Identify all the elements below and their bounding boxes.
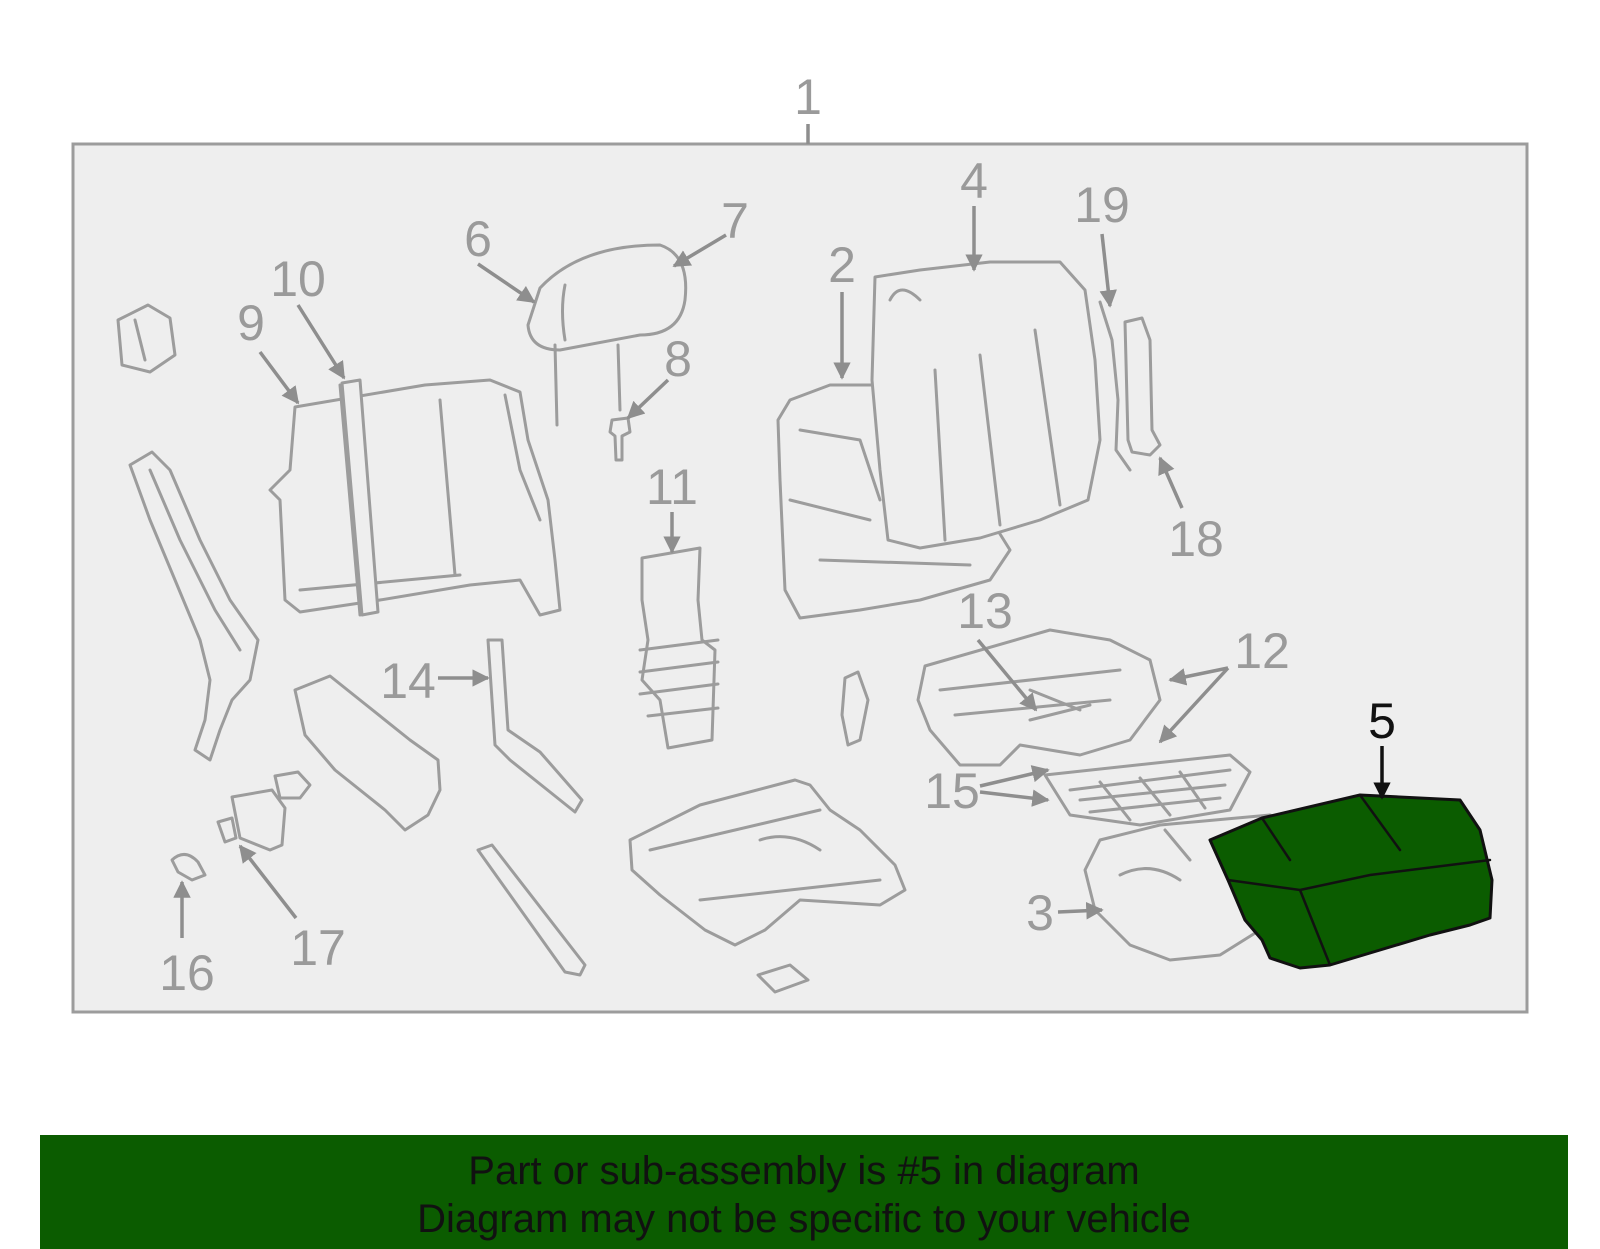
callout-6: 6 <box>464 211 492 267</box>
part-10-back-rail <box>340 378 380 617</box>
info-banner: Part or sub-assembly is #5 in diagram Di… <box>40 1135 1568 1249</box>
part-16-knob <box>170 853 207 882</box>
callout-3: 3 <box>1026 885 1054 941</box>
base-cover-clip <box>756 963 810 994</box>
part-13-rod <box>1028 703 1092 722</box>
recliner-cover-cap <box>116 303 177 374</box>
callout-15: 15 <box>924 763 980 819</box>
callout-16: 16 <box>159 945 215 1001</box>
callout-7: 7 <box>721 193 749 249</box>
seat-track-rail <box>476 843 587 977</box>
callout-19: 19 <box>1074 177 1130 233</box>
callout-4: 4 <box>960 153 988 209</box>
part-12-cushion-frame <box>916 628 1162 767</box>
callout-8: 8 <box>664 331 692 387</box>
cushion-side-shield <box>293 674 442 832</box>
callout-17: 17 <box>290 920 346 976</box>
callout-9: 9 <box>237 295 265 351</box>
part-18-side-cover <box>1123 316 1162 457</box>
part-11-lumbar-support <box>638 546 720 750</box>
callout-2: 2 <box>828 237 856 293</box>
part-17-switch <box>216 788 287 852</box>
callout-14: 14 <box>380 653 436 709</box>
callout-13: 13 <box>957 583 1013 639</box>
callout-10: 10 <box>270 251 326 307</box>
seat-base-frame <box>628 778 907 947</box>
part-5-seat-cushion-cover[interactable] <box>1208 793 1494 970</box>
callout-18: 18 <box>1168 511 1224 567</box>
part-15-spring-mat <box>1043 753 1252 827</box>
banner-line-2: Diagram may not be specific to your vehi… <box>417 1197 1191 1241</box>
banner-line-1: Part or sub-assembly is #5 in diagram <box>468 1149 1140 1193</box>
callout-1: 1 <box>794 69 822 125</box>
part-7-headrest <box>526 243 688 427</box>
callout-5[interactable]: 5 <box>1368 693 1396 749</box>
switch-knob <box>273 770 312 800</box>
part-19-wire <box>1098 300 1132 472</box>
trim-clip <box>840 670 870 747</box>
part-14-seat-adjuster <box>486 638 584 814</box>
callout-12: 12 <box>1234 623 1290 679</box>
part-4-seat-back-cover <box>870 260 1102 550</box>
part-8-headrest-guide <box>608 416 632 462</box>
part-9-seat-back-frame <box>268 378 562 617</box>
side-trim-panel <box>128 450 260 762</box>
callout-11: 11 <box>646 459 698 515</box>
